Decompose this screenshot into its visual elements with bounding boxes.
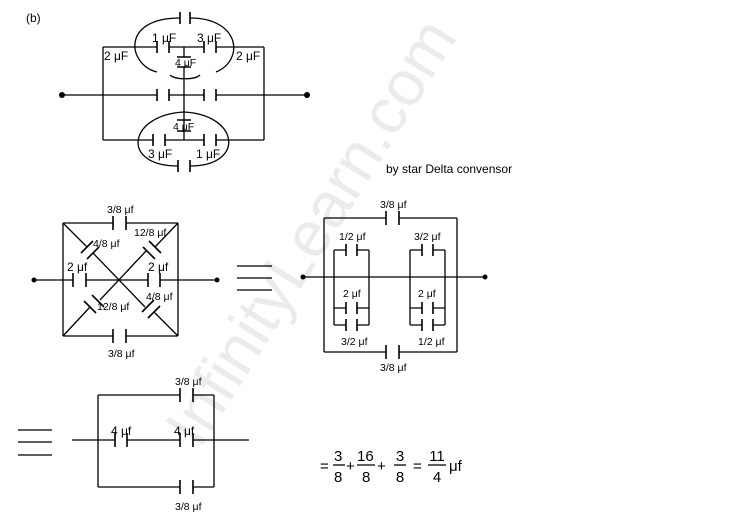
- cap-label: 3/8 μf: [175, 501, 202, 513]
- equivalent-sign: [237, 265, 272, 291]
- cap-label: 3/8 μf: [380, 362, 407, 374]
- star-delta-circuit: 3/8 μf 12/8 μf 4/8 μf 2 μf 2 μf 4/8 μf 1…: [31, 204, 220, 360]
- cap-label: 1/2 μf: [418, 336, 445, 348]
- cap-label: 3/8 μf: [107, 204, 134, 216]
- cap-label: 4 μf: [111, 424, 132, 438]
- equation: = 3 8 + 16 8 + 3 8 = 11 4 μf: [320, 448, 463, 486]
- cap-label: 3 μF: [148, 147, 172, 161]
- denominator: 8: [396, 469, 404, 486]
- unit: μf: [449, 458, 463, 475]
- cap-label: 3/8 μf: [175, 376, 202, 388]
- equals: =: [413, 458, 422, 475]
- converted-circuit: 3/8 μf 1/2 μf 3/2 μf 2 μf 2 μf 3/2 μf 1/…: [300, 199, 488, 374]
- cap-label: 2 μF: [236, 49, 260, 63]
- cap-label: 2 μf: [148, 260, 169, 274]
- cap-label: 4/8 μf: [146, 291, 173, 303]
- original-circuit: 1 μF 3 μF 2 μF 4 μF 2 μF 4 μF 3 μF 1 μF: [59, 12, 310, 172]
- denominator: 4: [433, 469, 441, 486]
- cap-label: 1/2 μf: [339, 231, 366, 243]
- equivalent-sign: [18, 429, 52, 456]
- plus: +: [377, 458, 386, 475]
- plus: +: [346, 458, 355, 475]
- cap-label: 4 μF: [175, 57, 196, 69]
- cap-label: 12/8 μf: [97, 301, 129, 313]
- equals: =: [320, 458, 329, 475]
- numerator: 3: [396, 448, 404, 465]
- denominator: 8: [362, 469, 370, 486]
- cap-label: 3 μF: [197, 31, 221, 45]
- cap-label: 4 μF: [173, 121, 194, 133]
- cap-label: 2 μf: [343, 288, 361, 300]
- cap-label: 2 μf: [67, 260, 88, 274]
- simplified-circuit: 3/8 μf 4 μf 4 μf 3/8 μf: [72, 376, 249, 513]
- caption: by star Delta convensor: [386, 162, 512, 176]
- cap-label: 12/8 μf: [134, 227, 166, 239]
- cap-label: 4 μf: [174, 424, 195, 438]
- cap-label: 1 μF: [152, 31, 176, 45]
- cap-label: 3/8 μf: [380, 199, 407, 211]
- cap-label: 3/2 μf: [341, 336, 368, 348]
- cap-label: 3/8 μf: [108, 348, 135, 360]
- cap-label: 4/8 μf: [93, 238, 120, 250]
- cap-label: 1 μF: [196, 147, 220, 161]
- numerator: 11: [429, 448, 445, 465]
- cap-label: 2 μF: [104, 49, 128, 63]
- part-label: (b): [26, 11, 41, 25]
- numerator: 16: [357, 448, 374, 465]
- cap-label: 2 μf: [418, 288, 436, 300]
- denominator: 8: [334, 469, 342, 486]
- numerator: 3: [334, 448, 342, 465]
- cap-label: 3/2 μf: [414, 231, 441, 243]
